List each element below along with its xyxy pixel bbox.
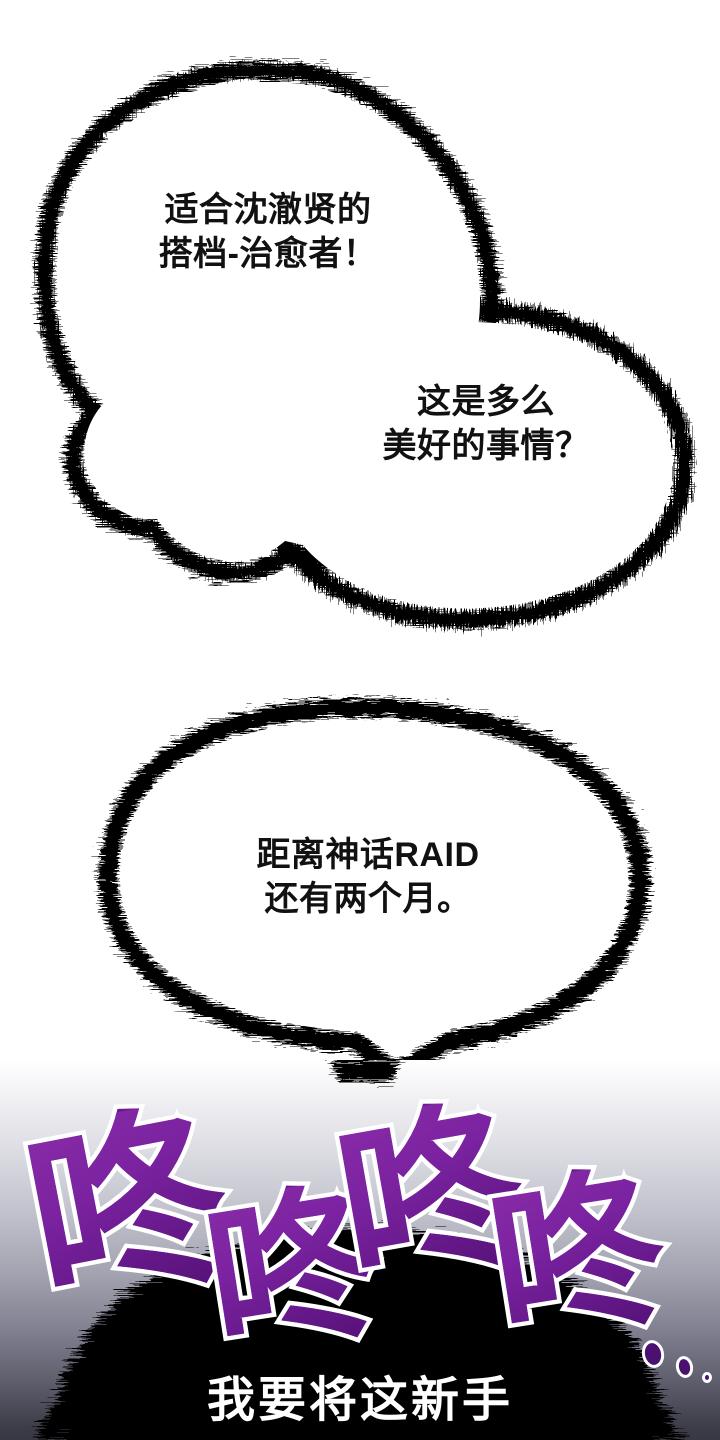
bubble-1-text: 适合沈澈贤的 搭档-治愈者！ xyxy=(158,191,378,274)
bubble-3-text: 距离神话RAID 还有两个月。 xyxy=(256,836,480,919)
bubble-2-text: 这是多么 美好的事情？ xyxy=(382,383,590,466)
bottom-caption-text: 我要将这新手 xyxy=(206,1374,513,1427)
speech-bubble-stage: 适合沈澈贤的 搭档-治愈者！ 这是多么 美好的事情？ 距离神话RAID 还有两个… xyxy=(36,61,694,1075)
bubble-interiors xyxy=(56,82,673,1058)
sfx-trailing-dot-3 xyxy=(702,1372,712,1383)
sfx-glyph-4-fill: 咚 xyxy=(480,1160,677,1357)
black-impact-blob xyxy=(34,1060,686,1440)
sfx-glyph-4-char: 咚 xyxy=(477,1144,679,1371)
sound-effect-stage: 咚 咚 咚 咚 咚 咚 咚 咚 我要将这新手 xyxy=(0,1060,720,1440)
bubble-1-outline xyxy=(36,61,501,581)
